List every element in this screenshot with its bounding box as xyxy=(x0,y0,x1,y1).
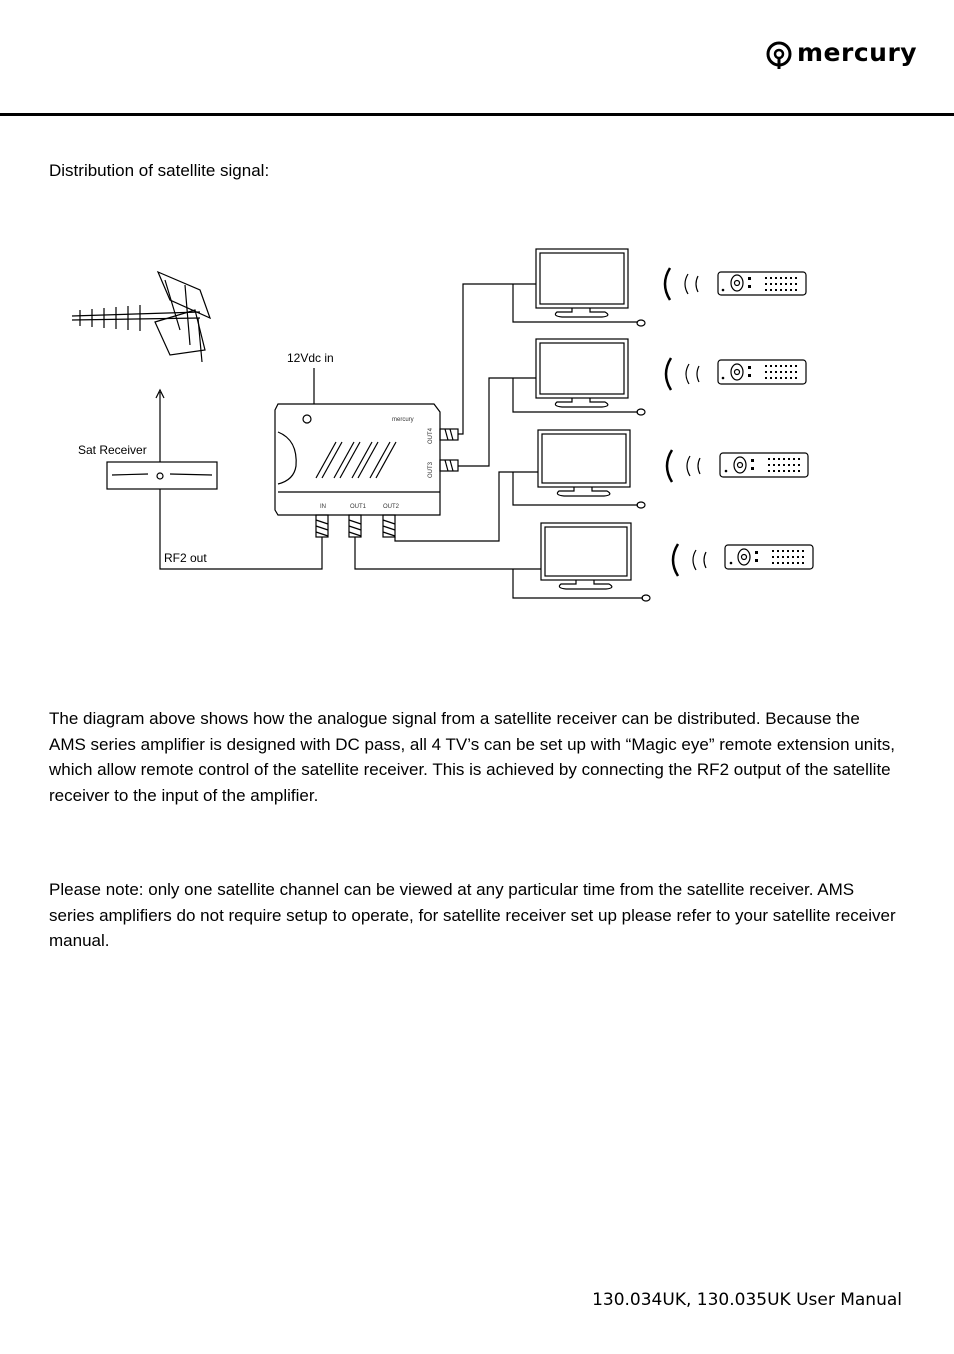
amplifier-icon xyxy=(274,403,459,538)
label-port-out4: OUT4 xyxy=(428,427,434,444)
remote-control-icon xyxy=(719,452,809,478)
footer-manual-title: 130.034UK, 130.035UK User Manual xyxy=(592,1290,902,1310)
label-port-out1: OUT1 xyxy=(350,504,367,510)
label-12vdc-in: 12Vdc in xyxy=(287,351,334,365)
paragraph-note: Please note: only one satellite channel … xyxy=(49,880,896,950)
tv-icon xyxy=(537,429,631,497)
remote-buttons xyxy=(748,277,758,562)
label-port-out3: OUT3 xyxy=(428,461,434,478)
tv-icon xyxy=(540,522,632,590)
mercury-logo-icon xyxy=(766,41,792,69)
remote-control-icon xyxy=(717,271,807,296)
remote-control-icon xyxy=(717,359,807,385)
ir-signal-icon xyxy=(663,267,680,577)
header-rule xyxy=(0,113,954,116)
antenna-icon xyxy=(71,270,212,363)
label-port-out2: OUT2 xyxy=(383,504,400,510)
distribution-diagram: 12Vdc in Sat Receiver RF2 out IN OUT1 OU… xyxy=(71,248,814,602)
label-port-in: IN xyxy=(320,504,326,510)
label-amp-brand: mercury xyxy=(392,417,414,423)
remote-control-icon xyxy=(724,544,814,570)
logo-text: mercury xyxy=(797,38,918,67)
sat-receiver-icon xyxy=(106,461,218,490)
paragraph-distribution: The diagram above shows how the analogue… xyxy=(49,709,895,805)
section-heading: Distribution of satellite signal: xyxy=(49,161,270,180)
brand-logo: mercury xyxy=(765,38,918,76)
label-sat-receiver: Sat Receiver xyxy=(78,443,147,457)
tv-icon xyxy=(535,338,629,408)
tv-icon xyxy=(535,248,629,318)
label-rf2-out: RF2 out xyxy=(164,551,207,565)
